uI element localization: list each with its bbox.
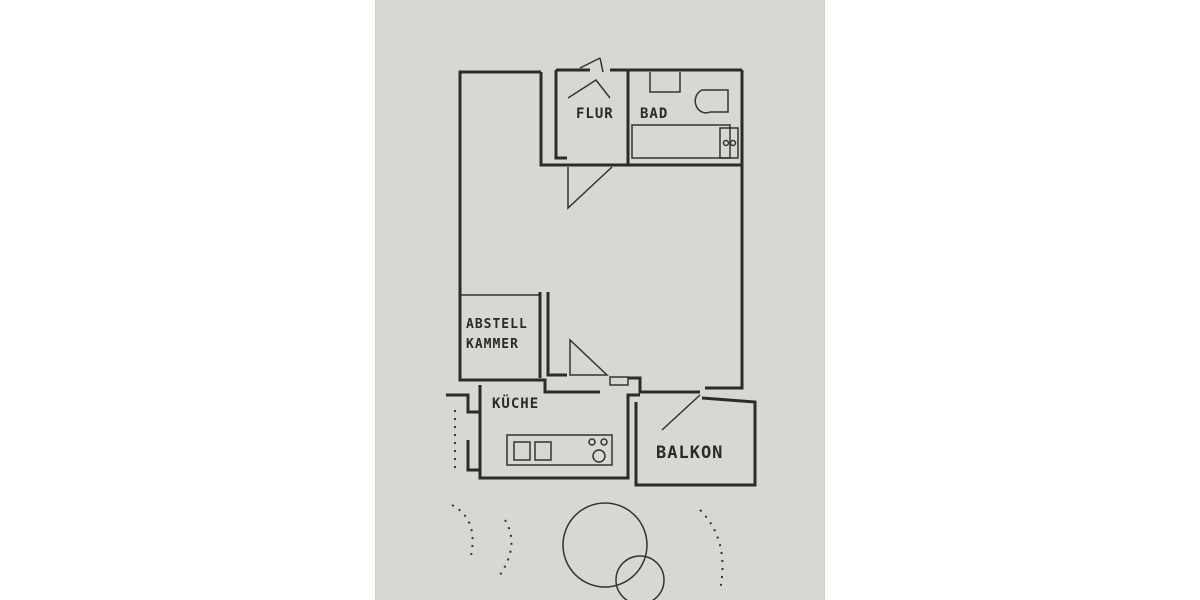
room-label-abstell-line2: KAMMER bbox=[466, 337, 519, 352]
room-label-abstell-line1: ABSTELL bbox=[466, 317, 528, 332]
kueche-walls bbox=[446, 385, 640, 480]
room-label-flur: FLUR bbox=[576, 106, 614, 122]
room-label-bad: BAD bbox=[640, 106, 668, 122]
main-room-walls bbox=[458, 70, 744, 394]
abstellkammer-walls bbox=[460, 292, 629, 386]
bad-fixtures bbox=[628, 68, 742, 159]
flur-walls bbox=[541, 57, 742, 210]
balkon-walls bbox=[634, 394, 757, 487]
room-label-kueche: KÜCHE bbox=[492, 394, 539, 412]
garden-sketch bbox=[451, 410, 724, 600]
paper-sheet bbox=[375, 0, 825, 600]
room-label-balkon: BALKON bbox=[656, 443, 723, 463]
